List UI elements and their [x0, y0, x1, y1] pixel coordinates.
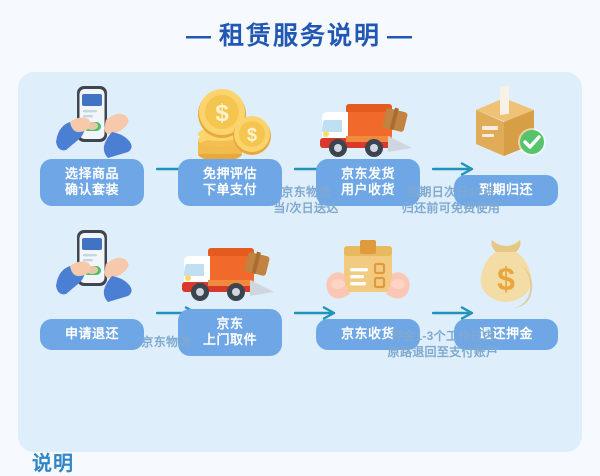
step-deposit-free-payment[interactable]: $ $ 免押评估 下单支付 — [174, 80, 286, 228]
step-jd-pickup[interactable]: 京东 上门取件 — [174, 224, 286, 372]
pill-line-1: 京东发货 — [340, 165, 395, 181]
pill-line-1: 退还押金 — [478, 326, 533, 342]
package-box-check-icon — [450, 80, 562, 172]
svg-text:$: $ — [247, 125, 257, 145]
hands-holding-package-icon — [312, 224, 424, 316]
flow-arrow-icon — [432, 162, 478, 176]
caption-line-2: 当/次日送达 — [273, 201, 339, 216]
step-label-pill: 免押评估 下单支付 — [178, 158, 282, 206]
step-select-product[interactable]: 选择商品 确认套装 — [36, 80, 148, 228]
step-jd-shipping[interactable]: 京东发货 用户收货 — [312, 80, 424, 228]
caption-line-1: 押金1-3个工作日内 — [390, 329, 496, 343]
step-apply-return[interactable]: 申请退还 — [36, 224, 148, 372]
step-jd-receive[interactable]: 京东收货 — [312, 224, 424, 372]
pill-line-1: 选择商品 — [64, 165, 119, 181]
caption-line-1: 京东物流 — [141, 335, 191, 349]
step-label-pill: 京东收货 — [316, 319, 420, 350]
title-dash-right: — — [387, 22, 414, 50]
pill-line-2: 用户收货 — [340, 182, 395, 198]
step-label-pill: 京东 上门取件 — [178, 308, 282, 356]
step-label-pill: 到期归还 — [454, 175, 558, 206]
flow-arrow-icon — [432, 306, 478, 320]
page-title-text: 租赁服务说明 — [218, 22, 381, 50]
flow-arrow-icon — [294, 306, 340, 320]
money-bag-icon: $ — [450, 224, 562, 316]
pill-line-1: 免押评估 — [202, 165, 257, 181]
pill-line-1: 京东 — [216, 315, 244, 331]
step-label-pill: 选择商品 确认套装 — [40, 158, 144, 206]
caption-jd-logistics-pickup: 京东物流 — [114, 334, 218, 350]
svg-text:$: $ — [215, 100, 229, 127]
rental-process-row: 选择商品 确认套装 — [18, 80, 582, 228]
pill-line-2: 上门取件 — [202, 332, 257, 348]
pill-line-2: 下单支付 — [202, 182, 257, 198]
return-process-row: 申请退还 — [18, 224, 582, 372]
step-label-pill: 京东发货 用户收货 — [316, 158, 420, 206]
rental-flow-card: 选择商品 确认套装 — [18, 72, 582, 452]
caption-line-1: 到期日次日12点 — [407, 185, 495, 199]
pill-line-1: 到期归还 — [478, 182, 533, 198]
delivery-truck-icon — [174, 224, 286, 316]
hand-holding-phone-icon — [36, 80, 148, 172]
step-return-on-expiry[interactable]: 到期归还 — [450, 80, 562, 228]
caption-line-1: 京东物流 — [281, 185, 331, 199]
step-label-pill: 申请退还 — [40, 319, 144, 350]
caption-line-2: 归还前可免费使用 — [401, 201, 501, 216]
hand-holding-phone-icon — [36, 224, 148, 316]
gold-coins-icon: $ $ — [174, 80, 286, 172]
step-label-pill: 退还押金 — [454, 319, 558, 350]
svg-text:$: $ — [497, 261, 515, 297]
caption-deposit-refund-time: 押金1-3个工作日内 原路退回至支付账户 — [358, 328, 528, 360]
caption-jd-logistics-delivery: 京东物流 当/次日送达 — [254, 184, 358, 216]
title-dash-left: — — [185, 22, 213, 50]
page-title: —租赁服务说明— — [0, 16, 600, 52]
step-refund-deposit[interactable]: $ 退还押金 — [450, 224, 562, 372]
pill-line-1: 申请退还 — [64, 326, 119, 342]
caption-line-2: 原路退回至支付账户 — [387, 345, 499, 360]
pill-line-1: 京东收货 — [340, 326, 395, 342]
delivery-truck-icon — [312, 80, 424, 172]
caption-free-use-before-return: 到期日次日12点 归还前可免费使用 — [386, 184, 516, 216]
next-section-heading: 说明 — [32, 453, 74, 475]
pill-line-2: 确认套装 — [64, 182, 119, 198]
